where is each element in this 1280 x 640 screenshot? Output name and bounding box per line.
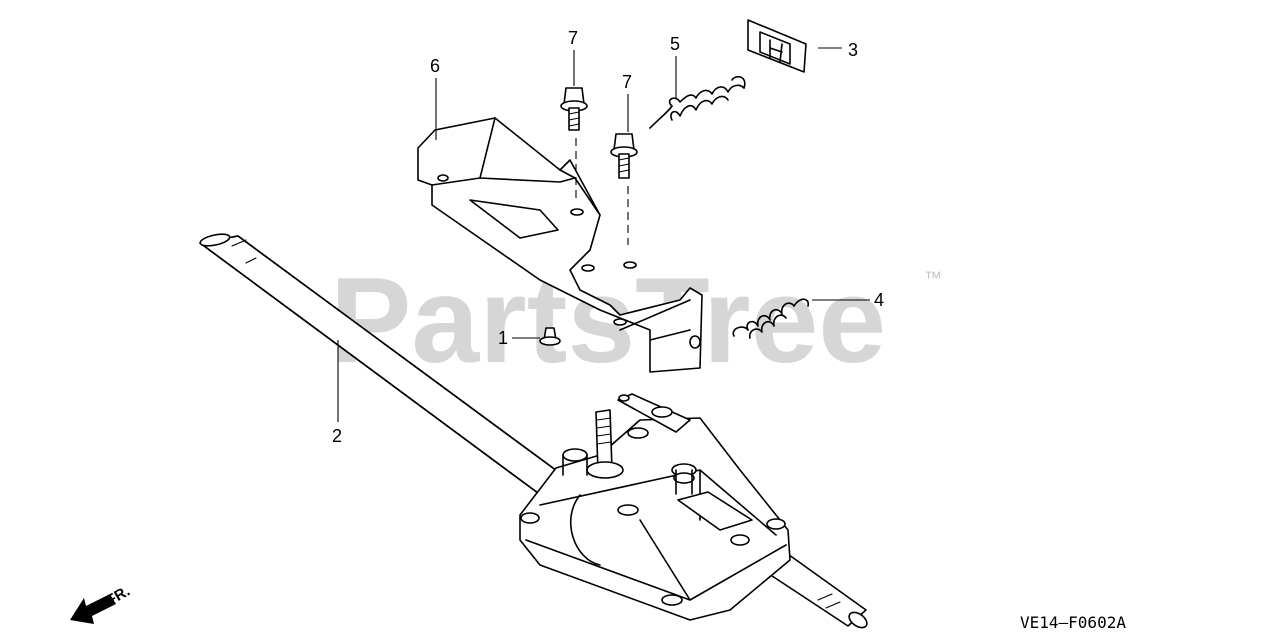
callout-3-label: 3 — [848, 40, 858, 60]
flange-bolt-left — [560, 87, 588, 200]
clip — [747, 19, 807, 73]
push-nut — [539, 327, 561, 346]
callout-7b-label: 7 — [622, 72, 632, 92]
arrow-icon — [70, 594, 116, 624]
callout-5-label: 5 — [670, 34, 680, 54]
trademark-symbol: ™ — [924, 268, 942, 288]
callout-6-label: 6 — [430, 56, 440, 76]
callout-7a-label: 7 — [568, 28, 578, 48]
diagram-code: VE14—F0602A — [1020, 613, 1126, 632]
transmission-housing — [519, 393, 791, 621]
tension-spring — [649, 75, 746, 129]
callout-4-label: 4 — [874, 290, 884, 310]
bracket — [417, 117, 703, 373]
callout-1-label: 1 — [498, 328, 508, 348]
callouts: 1 2 3 4 5 6 7 7 — [332, 28, 884, 446]
callout-2-label: 2 — [332, 426, 342, 446]
flange-bolt-right — [610, 133, 638, 245]
front-direction-arrow: FR. — [70, 583, 133, 624]
watermark-text: PartsTree — [330, 252, 886, 388]
return-spring — [732, 298, 810, 339]
shaft — [199, 233, 868, 629]
